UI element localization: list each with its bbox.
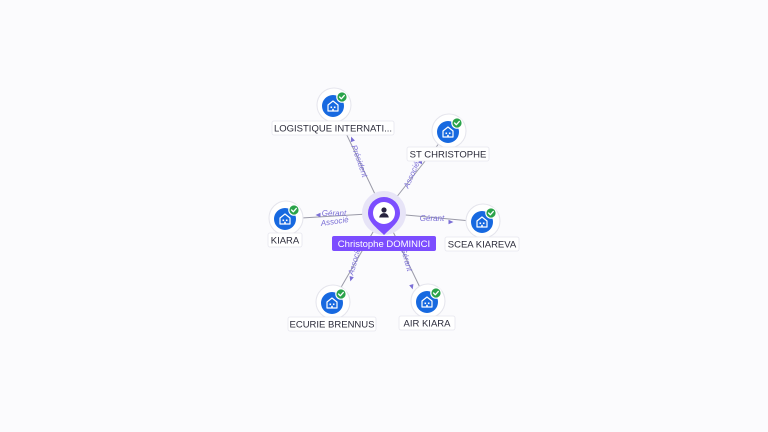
company-label-bg [271,120,395,136]
person-icon [379,207,389,218]
building-icon [326,297,338,309]
company-node-ecurie-brennus[interactable]: ECURIE BRENNUS [287,284,377,332]
relation-label-st-christophe: Associé [402,160,422,191]
company-node-st-christophe[interactable]: ST CHRISTOPHE [406,113,490,162]
verified-check-icon [335,288,347,300]
company-node-kiara[interactable]: KIARA [267,200,304,248]
company-name: ECURIE BRENNUS [290,320,375,331]
company-name: SCEA KIAREVA [448,240,517,251]
relation-arrow-logistique [350,136,355,143]
center-person-node[interactable]: Christophe DOMINICI [332,191,436,251]
company-name: LOGISTIQUE INTERNATI... [274,124,392,135]
nodes-layer: LOGISTIQUE INTERNATI... ST CHRISTOPHE KIAR… [267,87,520,332]
company-label-bg [398,315,456,331]
company-label-bg [444,236,520,252]
building-icon [279,213,291,225]
relation-arrow-scea-kiareva [448,219,454,225]
verified-check-icon [430,287,442,299]
company-label-bg [267,232,303,248]
building-icon [442,126,454,138]
relation-label-scea-kiareva: Gérant [420,214,445,223]
company-name: ST CHRISTOPHE [410,150,487,161]
center-person-name: Christophe DOMINICI [338,239,430,250]
verified-check-icon [451,117,463,129]
building-icon [476,216,488,228]
company-label-bg [406,146,490,162]
center-inner-circle [373,202,395,224]
verified-check-icon [485,207,497,219]
relation-arrow-ecurie-brennus [349,275,354,282]
verified-check-icon [336,91,348,103]
company-name: AIR KIARA [404,319,452,330]
center-label-badge [332,236,436,251]
company-name: KIARA [271,236,300,247]
relation-arrow-kiara [315,212,321,218]
building-icon [421,296,433,308]
company-node-air-kiara[interactable]: AIR KIARA [398,283,456,331]
company-node-logistique[interactable]: LOGISTIQUE INTERNATI... [271,87,395,136]
relation-label-logistique: Président [349,144,369,180]
building-icon [327,100,339,112]
verified-check-icon [288,204,300,216]
relation-arrow-air-kiara [409,283,414,290]
relation-label-kiara: Gérant [322,209,347,218]
company-node-scea-kiareva[interactable]: SCEA KIAREVA [444,203,520,252]
relation-label-kiara-1: Associé [319,215,350,228]
company-label-bg [287,316,377,332]
